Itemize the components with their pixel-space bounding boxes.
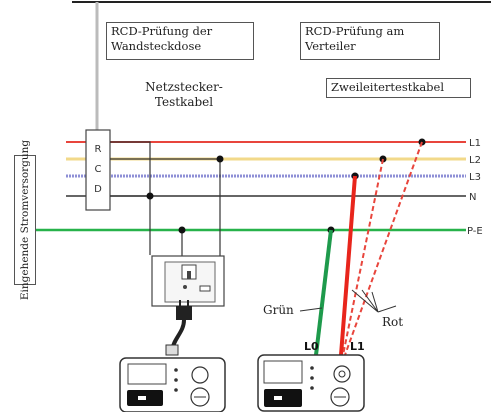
rcd-letter-d: D bbox=[94, 184, 102, 195]
red-dashed-lead-l1 bbox=[344, 141, 423, 356]
red-dashed-lead-l2 bbox=[342, 158, 384, 356]
tester-right bbox=[257, 354, 365, 412]
green-label: Grün bbox=[263, 303, 294, 317]
incoming-supply-text: Eingehende Stromversorgung bbox=[19, 139, 31, 301]
line-label-l3: L3 bbox=[469, 172, 481, 183]
line-label-n: N bbox=[469, 192, 476, 203]
meter-label-l1: L1 bbox=[350, 340, 365, 353]
rcd-wall-test-label: RCD-Prüfung der Wandsteckdose bbox=[106, 22, 254, 60]
rcd-distributor-test-label: RCD-Prüfung am Verteiler bbox=[300, 22, 440, 60]
junction-dot bbox=[146, 192, 154, 200]
line-label-l2: L2 bbox=[469, 155, 481, 166]
tester-left bbox=[119, 357, 226, 412]
red-pointer bbox=[351, 289, 397, 313]
junction-dot bbox=[216, 155, 224, 163]
ground-test-lead bbox=[314, 229, 333, 356]
junction-dot bbox=[178, 226, 186, 234]
wall-socket bbox=[151, 255, 225, 307]
socket-wire-l2 bbox=[110, 158, 221, 258]
red-test-lead bbox=[339, 175, 357, 356]
meter-connector bbox=[165, 344, 179, 356]
mains-plug-cable-label: Netzstecker-Testkabel bbox=[145, 80, 223, 109]
green-pointer bbox=[299, 307, 323, 312]
incoming-supply-label: Eingehende Stromversorgung bbox=[14, 140, 36, 300]
meter-label-l0: L0 bbox=[304, 340, 319, 353]
two-wire-cable-label: Zweileitertestkabel bbox=[326, 78, 471, 98]
rcd-device bbox=[85, 129, 111, 211]
line-label-l1: L1 bbox=[469, 138, 481, 149]
mains-plug bbox=[176, 300, 192, 320]
socket-wire-l1 bbox=[110, 141, 151, 255]
rcd-letter-c: C bbox=[95, 164, 102, 175]
line-label-pe: P-E bbox=[467, 226, 483, 237]
red-label: Rot bbox=[382, 315, 404, 329]
rcd-letter-r: R bbox=[95, 144, 102, 155]
